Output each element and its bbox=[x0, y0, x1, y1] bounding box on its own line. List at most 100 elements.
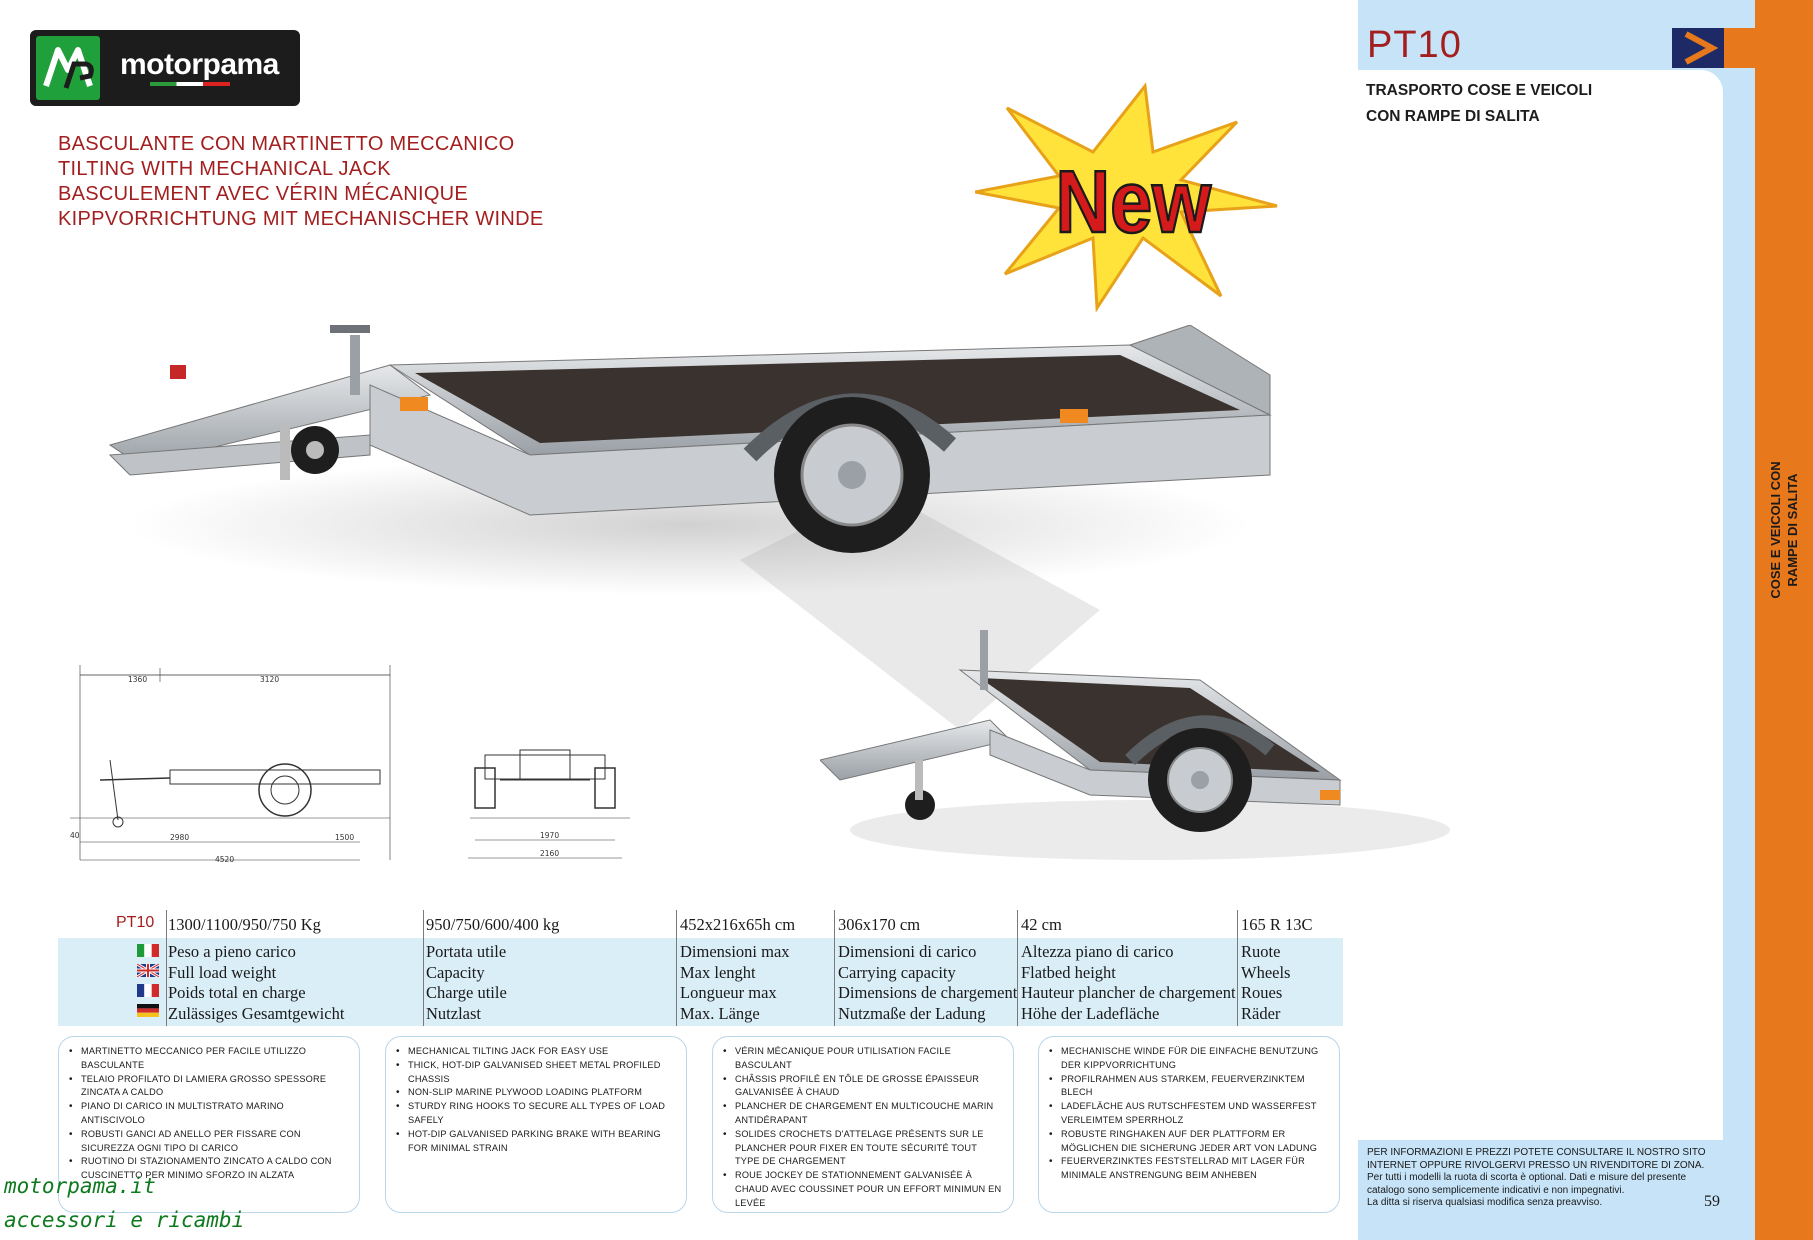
spec-value: 1300/1100/950/750 Kg bbox=[168, 915, 321, 934]
heading-fr: BASCULEMENT AVEC VÉRIN MÉCANIQUE bbox=[58, 183, 469, 205]
info-line: PER INFORMAZIONI E PREZZI POTETE CONSULT… bbox=[1367, 1147, 1706, 1158]
dim-label: 1360 bbox=[128, 675, 147, 684]
feature-item: TELAIO PROFILATO DI LAMIERA GROSSO SPESS… bbox=[69, 1073, 349, 1101]
trailer-photo-tilted bbox=[819, 630, 1520, 870]
spec-label: Max lenght bbox=[680, 962, 756, 982]
subtitle-line-2: CON RAMPE DI SALITA bbox=[1366, 108, 1540, 125]
dim-label: 3120 bbox=[260, 675, 279, 684]
spec-label: Longueur max bbox=[680, 983, 777, 1002]
spec-label: Carrying capacity bbox=[838, 962, 956, 982]
spec-label: Wheels bbox=[1241, 962, 1291, 982]
spec-label-column: Portata utile Capacity Charge utile Nutz… bbox=[426, 942, 507, 1024]
feature-item: VÉRIN MÉCANIQUE POUR UTILISATION FACILE … bbox=[723, 1045, 1003, 1073]
spec-label: Hauteur plancher de chargement bbox=[1021, 983, 1236, 1002]
chevron-right-icon bbox=[1672, 28, 1724, 68]
feature-item: CHÂSSIS PROFILÉ EN TÔLE DE GROSSE ÉPAISS… bbox=[723, 1073, 1003, 1101]
orange-tab bbox=[1724, 28, 1755, 68]
feature-item: RUOTINO DI STAZIONAMENTO ZINCATO A CALDO… bbox=[69, 1155, 349, 1183]
spec-value: 950/750/600/400 kg bbox=[426, 915, 560, 934]
feature-item: ROBUSTE RINGHAKEN AUF DER PLATTFORM ER M… bbox=[1049, 1128, 1329, 1156]
dim-label: 40 bbox=[70, 831, 80, 840]
spec-label: Dimensions de chargement bbox=[838, 983, 1018, 1002]
page-number: 59 bbox=[1704, 1193, 1720, 1210]
features-box-fr: VÉRIN MÉCANIQUE POUR UTILISATION FACILE … bbox=[712, 1036, 1014, 1213]
heading-it: BASCULANTE CON MARTINETTO MECCANICO bbox=[58, 133, 515, 155]
spec-label: Capacity bbox=[426, 962, 485, 982]
info-line: catalogo sono semplicemente indicativi e… bbox=[1367, 1184, 1625, 1196]
features-box-de: MECHANISCHE WINDE FÜR DIE EINFACHE BENUT… bbox=[1038, 1036, 1340, 1213]
spec-label-column: Peso a pieno carico Full load weight Poi… bbox=[168, 942, 344, 1024]
feature-item: NON-SLIP MARINE PLYWOOD LOADING PLATFORM bbox=[396, 1086, 676, 1100]
spec-label: Roues bbox=[1241, 983, 1283, 1002]
feature-item: PROFILRAHMEN AUS STARKEM, FEUERVERZINKTE… bbox=[1049, 1073, 1329, 1101]
feature-item: HOT-DIP GALVANISED PARKING BRAKE WITH BE… bbox=[396, 1128, 676, 1156]
model-title: PT10 bbox=[1367, 24, 1462, 66]
spec-label: Dimensioni max bbox=[680, 942, 790, 961]
new-badge: New bbox=[974, 82, 1280, 313]
table-divider bbox=[834, 910, 835, 1026]
spec-label: Flatbed height bbox=[1021, 962, 1116, 982]
feature-item: LADEFLÄCHE AUS RUTSCHFESTEM UND WASSERFE… bbox=[1049, 1100, 1329, 1128]
table-divider bbox=[1237, 910, 1238, 1026]
dim-label: 1970 bbox=[540, 831, 559, 840]
info-line: La ditta si riserva qualsiasi modifica s… bbox=[1367, 1197, 1603, 1208]
italy-flag-icon bbox=[137, 944, 159, 957]
info-note: PER INFORMAZIONI E PREZZI POTETE CONSULT… bbox=[1367, 1147, 1712, 1210]
feature-item: MARTINETTO MECCANICO PER FACILE UTILIZZO… bbox=[69, 1045, 349, 1073]
side-tab-line-2: RAMPE DI SALITA bbox=[1785, 473, 1800, 587]
footer-site-link[interactable]: motorpama.it bbox=[4, 1174, 156, 1198]
spec-label: Dimensioni di carico bbox=[838, 942, 977, 961]
table-divider bbox=[1017, 910, 1018, 1026]
model-subtitle: TRASPORTO COSE E VEICOLI CON RAMPE DI SA… bbox=[1366, 78, 1592, 130]
germany-flag-icon bbox=[137, 1004, 159, 1017]
spec-label: Full load weight bbox=[168, 962, 277, 982]
logo-flag-stripe bbox=[150, 82, 230, 86]
spec-model-label: PT10 bbox=[116, 914, 155, 931]
uk-flag-icon bbox=[137, 964, 159, 977]
heading-en: TILTING WITH MECHANICAL JACK bbox=[58, 158, 391, 180]
dim-label: 2160 bbox=[540, 849, 559, 858]
spec-value: 165 R 13C bbox=[1241, 915, 1313, 934]
technical-drawing-side: 1360 3120 40 2980 1500 4520 bbox=[60, 660, 400, 875]
right-panel-content bbox=[1358, 70, 1723, 1140]
spec-label: Peso a pieno carico bbox=[168, 942, 296, 961]
feature-item: STURDY RING HOOKS TO SECURE ALL TYPES OF… bbox=[396, 1100, 676, 1128]
spec-label-column: Dimensioni max Max lenght Longueur max M… bbox=[680, 942, 790, 1024]
feature-item: PIANO DI CARICO IN MULTISTRATO MARINO AN… bbox=[69, 1100, 349, 1128]
table-divider bbox=[166, 910, 167, 1026]
feature-item: ROUE JOCKEY DE STATIONNEMENT GALVANISÉE … bbox=[723, 1169, 1003, 1210]
spec-label: Altezza piano di carico bbox=[1021, 942, 1174, 961]
spec-value: 306x170 cm bbox=[838, 915, 921, 934]
product-headings: BASCULANTE CON MARTINETTO MECCANICO TILT… bbox=[58, 132, 544, 232]
technical-drawing-front: 1970 2160 bbox=[460, 730, 650, 875]
dim-label: 2980 bbox=[170, 833, 189, 842]
logo-wordmark: motorpama bbox=[120, 48, 279, 81]
spec-label: Portata utile bbox=[426, 942, 507, 961]
spec-label: Max. Länge bbox=[680, 1003, 760, 1023]
spec-table-labels bbox=[58, 938, 1343, 1026]
logo-mark-icon bbox=[36, 36, 100, 100]
spec-label-column: Altezza piano di carico Flatbed height H… bbox=[1021, 942, 1236, 1024]
features-box-en: MECHANICAL TILTING JACK FOR EASY USE THI… bbox=[385, 1036, 687, 1213]
dim-label: 1500 bbox=[335, 833, 354, 842]
spec-value: 42 cm bbox=[1021, 915, 1062, 934]
heading-de: KIPPVORRICHTUNG MIT MECHANISCHER WINDE bbox=[58, 208, 544, 230]
orange-side-bar bbox=[1755, 0, 1813, 1240]
new-badge-label: New bbox=[1055, 154, 1211, 252]
feature-item: PLANCHER DE CHARGEMENT EN MULTICOUCHE MA… bbox=[723, 1100, 1003, 1128]
footer-tagline: accessori e ricambi bbox=[4, 1208, 245, 1232]
trailer-photo-main bbox=[70, 324, 1300, 635]
spec-label: Ruote bbox=[1241, 942, 1281, 961]
spec-label-column: Dimensioni di carico Carrying capacity D… bbox=[838, 942, 1017, 1024]
spec-value: 452x216x65h cm bbox=[680, 915, 796, 934]
feature-item: ROBUSTI GANCI AD ANELLO PER FISSARE CON … bbox=[69, 1128, 349, 1156]
brand-logo: motorpama bbox=[30, 30, 300, 106]
table-divider bbox=[676, 910, 677, 1026]
france-flag-icon bbox=[137, 984, 159, 997]
feature-item: THICK, HOT-DIP GALVANISED SHEET METAL PR… bbox=[396, 1059, 676, 1087]
info-line: INTERNET OPPURE RIVOLGERVI PRESSO UN RIV… bbox=[1367, 1159, 1705, 1171]
spec-label: Nutzmaße der Ladung bbox=[838, 1003, 986, 1023]
feature-item: MECHANISCHE WINDE FÜR DIE EINFACHE BENUT… bbox=[1049, 1045, 1329, 1073]
spec-label-column: Ruote Wheels Roues Räder bbox=[1241, 942, 1290, 1024]
